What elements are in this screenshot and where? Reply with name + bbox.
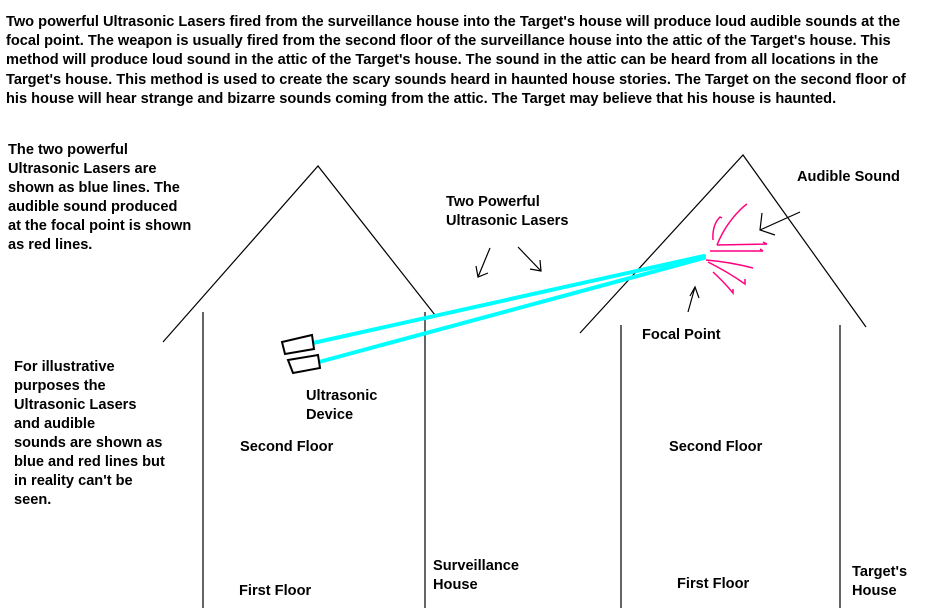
surveillance-house-label-line: House [433,577,478,593]
lasers-label: Two Powerful Ultrasonic Lasers [446,193,568,231]
legend-note-line: The two powerful [8,142,128,158]
illustrative-note-line: and audible [14,416,96,432]
ultrasonic-device-lower [286,353,322,375]
legend-note-line: audible sound produced [8,199,178,215]
target-house-label-line: Target's [852,564,908,580]
audible-sound-label: Audible Sound [797,169,900,185]
device-label-line: Ultrasonic [306,388,378,404]
lasers-label-line: Ultrasonic Lasers [446,213,569,229]
laser-beam-upper [311,254,706,345]
right-first-floor-label: First Floor [677,576,750,592]
illustrative-note-line: in reality can't be [14,473,133,489]
focal-point-label: Focal Point [642,327,721,343]
arrow-audible-sound [759,211,801,236]
illustrative-note: For illustrative purposes the Ultrasonic… [14,358,165,510]
arrow-lasers-left [475,247,491,278]
device-label: Ultrasonic Device [306,387,377,425]
target-house-label-line: House [852,583,897,599]
legend-note: The two powerful Ultrasonic Lasers are s… [8,141,191,255]
surveillance-house-roof [162,165,436,343]
left-first-floor-label: First Floor [239,583,312,599]
legend-note-line: Ultrasonic Lasers are [8,161,157,177]
arrow-focal-point [687,285,700,313]
laser-beam-lower [317,256,706,364]
legend-note-line: as red lines. [8,237,93,253]
legend-note-line: shown as blue lines. The [8,180,180,196]
legend-note-line: at the focal point is shown [8,218,192,234]
illustrative-note-line: For illustrative [14,359,115,375]
surveillance-house-label-line: Surveillance [433,558,519,574]
illustrative-note-line: seen. [14,492,52,508]
device-label-line: Device [306,407,354,423]
target-house-roof [579,154,867,334]
intro-paragraph: Two powerful Ultrasonic Lasers fired fro… [6,14,906,107]
target-house-label: Target's House [852,563,907,601]
illustrative-note-line: sounds are shown as [14,435,163,451]
surveillance-house-label: Surveillance House [433,557,519,595]
illustrative-note-line: blue and red lines but [14,454,165,470]
lasers-label-line: Two Powerful [446,194,540,210]
right-second-floor-label: Second Floor [669,439,763,455]
left-second-floor-label: Second Floor [240,439,334,455]
audible-sound-lines [705,203,768,296]
illustrative-note-line: Ultrasonic Lasers [14,397,137,413]
arrow-lasers-right [517,246,542,272]
ultrasonic-device-upper [280,333,316,356]
illustrative-note-line: purposes the [14,378,106,394]
